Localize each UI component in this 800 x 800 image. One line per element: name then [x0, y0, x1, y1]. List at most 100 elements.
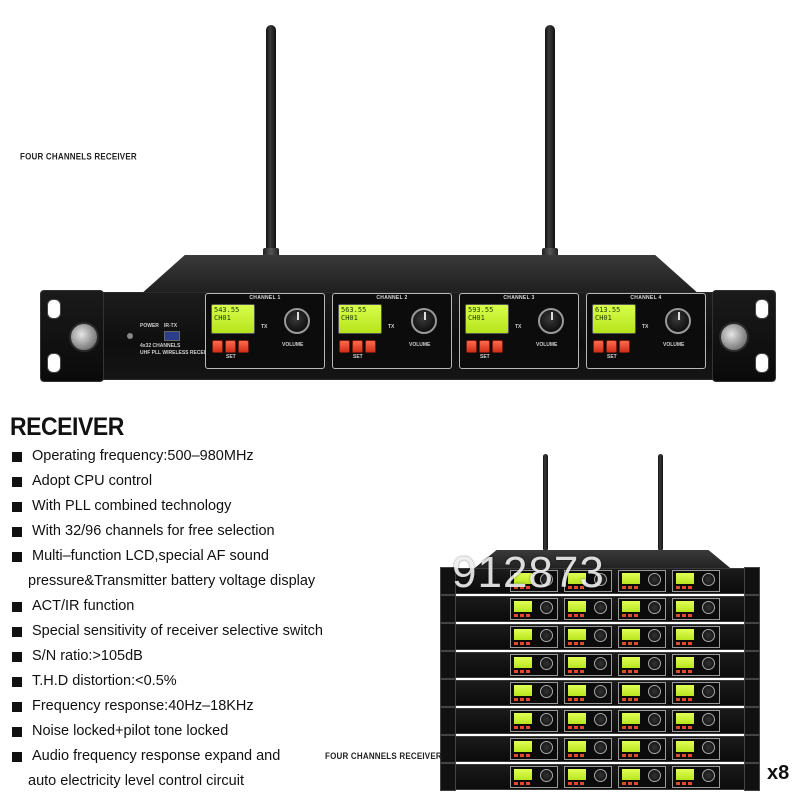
stacked-unit-ear-right: [744, 735, 760, 763]
square-bullet-icon: [12, 476, 22, 487]
stacked-button: [580, 698, 584, 701]
set-label: SET: [607, 354, 617, 360]
stacked-lcd: [622, 685, 640, 696]
stacked-button: [682, 614, 686, 617]
lcd-display: 543.55 CH01: [211, 304, 255, 334]
model-line-1: 4x32 CHANNELS: [140, 343, 181, 349]
stacked-button: [622, 586, 626, 589]
up-button[interactable]: [365, 340, 376, 353]
lcd-display: 593.55 CH01: [465, 304, 509, 334]
stacked-button: [574, 782, 578, 785]
stacked-button: [688, 614, 692, 617]
stacked-button: [526, 726, 530, 729]
set-button[interactable]: [479, 340, 490, 353]
volume-knob[interactable]: [411, 308, 437, 334]
stacked-button: [688, 754, 692, 757]
up-button[interactable]: [238, 340, 249, 353]
stacked-lcd: [622, 573, 640, 584]
stacked-unit-ear-left: [440, 763, 456, 791]
stacked-lcd: [568, 741, 586, 752]
set-button[interactable]: [352, 340, 363, 353]
stacked-button: [568, 586, 572, 589]
stacked-button: [676, 698, 680, 701]
stacked-knob: [702, 685, 715, 698]
set-label: SET: [353, 354, 363, 360]
stacked-knob: [594, 629, 607, 642]
power-button[interactable]: [127, 333, 133, 339]
square-bullet-icon: [12, 451, 22, 462]
up-button[interactable]: [619, 340, 630, 353]
stacked-unit-ear-right: [744, 567, 760, 595]
stacked-knob: [540, 629, 553, 642]
volume-knob[interactable]: [538, 308, 564, 334]
stacked-button: [568, 642, 572, 645]
stacked-button: [568, 754, 572, 757]
stacked-button: [676, 754, 680, 757]
stacked-button: [574, 586, 578, 589]
stacked-button: [574, 642, 578, 645]
spec-item-continuation: auto electricity level control circuit: [28, 773, 244, 789]
stacked-button: [628, 726, 632, 729]
stacked-knob: [648, 657, 661, 670]
stacked-button: [526, 754, 530, 757]
down-button[interactable]: [593, 340, 604, 353]
stacked-button: [682, 642, 686, 645]
set-button[interactable]: [225, 340, 236, 353]
power-label: POWER: [140, 323, 159, 329]
stacked-button: [574, 754, 578, 757]
stacked-button: [580, 782, 584, 785]
antenna-right: [545, 25, 555, 250]
stacked-knob: [702, 657, 715, 670]
volume-knob[interactable]: [284, 308, 310, 334]
up-button[interactable]: [492, 340, 503, 353]
square-bullet-icon: [12, 601, 22, 612]
antenna-left: [266, 25, 276, 250]
spec-item: With PLL combined technology: [12, 494, 442, 519]
square-bullet-icon: [12, 551, 22, 562]
stacked-button: [526, 586, 530, 589]
volume-knob[interactable]: [665, 308, 691, 334]
stacked-button: [682, 726, 686, 729]
stacked-button: [628, 586, 632, 589]
stacked-button: [634, 670, 638, 673]
stacked-button: [682, 754, 686, 757]
antenna-connector-icon: [69, 322, 99, 352]
stacked-lcd: [514, 573, 532, 584]
stacked-button: [580, 726, 584, 729]
set-button[interactable]: [606, 340, 617, 353]
volume-label: VOLUME: [536, 342, 558, 348]
lcd-frequency: 543.55: [214, 306, 240, 314]
set-label: SET: [226, 354, 236, 360]
spec-item: Noise locked+pilot tone locked: [12, 719, 442, 744]
stacked-button: [526, 782, 530, 785]
volume-label: VOLUME: [409, 342, 431, 348]
stacked-button: [514, 586, 518, 589]
stacked-knob: [540, 685, 553, 698]
down-button[interactable]: [212, 340, 223, 353]
stacked-button: [688, 642, 692, 645]
stacked-button: [520, 670, 524, 673]
stacked-button: [574, 726, 578, 729]
spec-item: Frequency response:40Hz–18KHz: [12, 694, 442, 719]
down-button[interactable]: [466, 340, 477, 353]
watermark: 912873: [452, 548, 605, 597]
stacked-button: [580, 754, 584, 757]
stacked-button: [688, 782, 692, 785]
channel-module-2: CHANNEL 2 563.55 CH01 TX SET VOLUME: [332, 293, 452, 369]
stacked-button: [514, 642, 518, 645]
stacked-lcd: [514, 601, 532, 612]
spec-item: ACT/IR function: [12, 594, 442, 619]
stacked-button: [514, 782, 518, 785]
stacked-button: [622, 698, 626, 701]
lcd-frequency: 593.55: [468, 306, 494, 314]
stacked-button: [676, 726, 680, 729]
stacked-lcd: [568, 573, 586, 584]
down-button[interactable]: [339, 340, 350, 353]
square-bullet-icon: [12, 626, 22, 637]
stacked-lcd: [676, 657, 694, 668]
receiver-unit: POWER IR-TX 4x32 CHANNELS UHF PLL WIRELE…: [40, 20, 780, 382]
channel-module-4: CHANNEL 4 613.55 CH01 TX SET VOLUME: [586, 293, 706, 369]
lcd-channel: CH01: [214, 314, 231, 322]
channel-label: CHANNEL 4: [630, 295, 662, 301]
mount-hole-icon: [47, 299, 61, 319]
